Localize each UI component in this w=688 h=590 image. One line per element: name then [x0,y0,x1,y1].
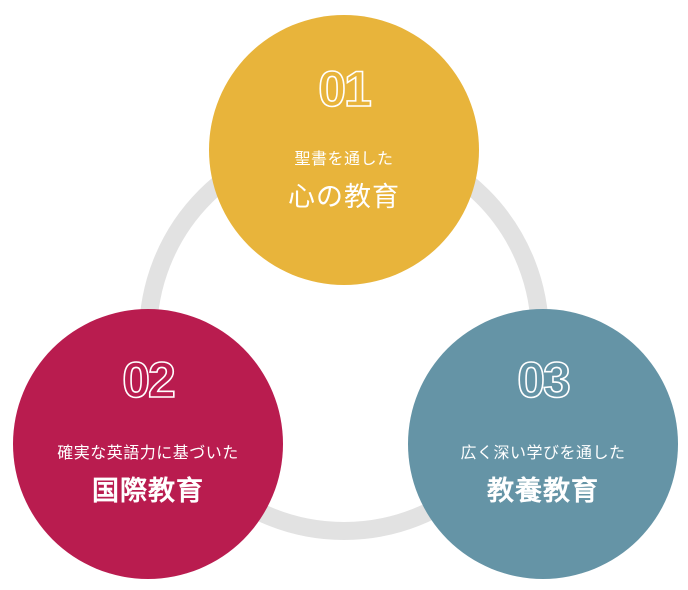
item-1-number: 01 [317,60,372,118]
item-1-title: 心の教育 [288,182,400,213]
item-2-title: 国際教育 [92,476,204,507]
item-3-circle: 03 広く深い学びを通した 教養教育 [408,309,678,579]
item-1-circle: 01 聖書を通した 心の教育 [209,15,479,285]
item-3-subtitle: 広く深い学びを通した [460,443,626,462]
item-2-number: 02 [121,351,176,409]
item-3-number: 03 [516,351,571,409]
item-2-circle: 02 確実な英語力に基づいた 国際教育 [13,309,283,579]
item-2-subtitle: 確実な英語力に基づいた [57,443,239,462]
item-3-title: 教養教育 [487,476,599,507]
item-1-subtitle: 聖書を通した [294,149,394,168]
